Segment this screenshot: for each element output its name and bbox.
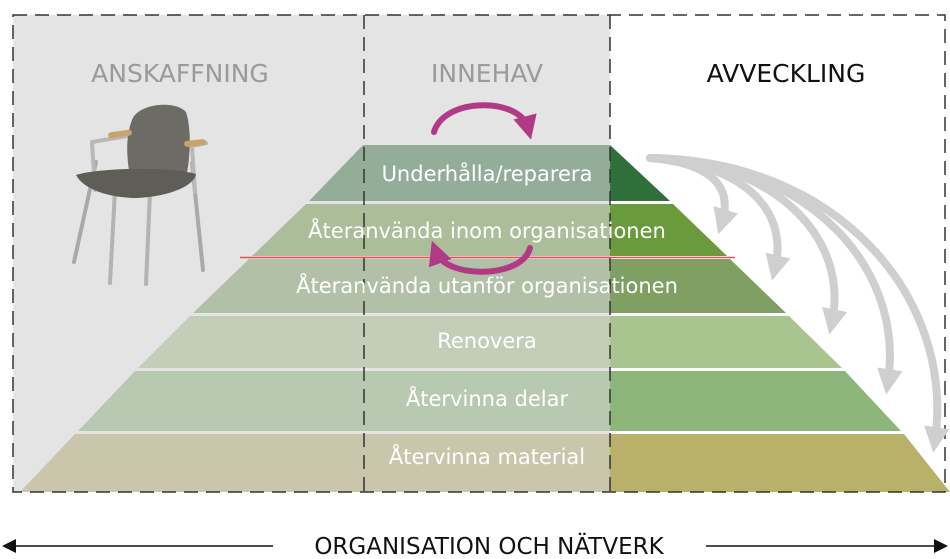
bottom-label: ORGANISATION OCH NÄTVERK bbox=[314, 532, 664, 559]
title-anskaffning: ANSKAFFNING bbox=[91, 59, 269, 88]
level-label: Återanvända utanför organisationen bbox=[296, 272, 678, 298]
title-innehav: INNEHAV bbox=[431, 59, 543, 88]
chair-icon bbox=[72, 104, 208, 286]
level-label: Återanvända inom organisationen bbox=[308, 217, 666, 243]
level-label: Återvinna delar bbox=[406, 385, 569, 411]
cascade-arrows bbox=[646, 154, 950, 453]
title-avveckling: AVVECKLING bbox=[707, 59, 866, 88]
level-label: Återvinna material bbox=[389, 443, 585, 469]
arrowhead-left-icon bbox=[2, 539, 16, 553]
cycle-arrow-bottom-icon bbox=[428, 240, 533, 275]
cycle-arrow-top-icon bbox=[431, 102, 537, 140]
arrowhead-right-icon bbox=[934, 539, 948, 553]
level-label: Underhålla/reparera bbox=[382, 161, 593, 186]
cascade-arrow-icon bbox=[646, 154, 950, 453]
frame-dashed bbox=[12, 14, 946, 493]
level-label: Renovera bbox=[437, 329, 537, 353]
